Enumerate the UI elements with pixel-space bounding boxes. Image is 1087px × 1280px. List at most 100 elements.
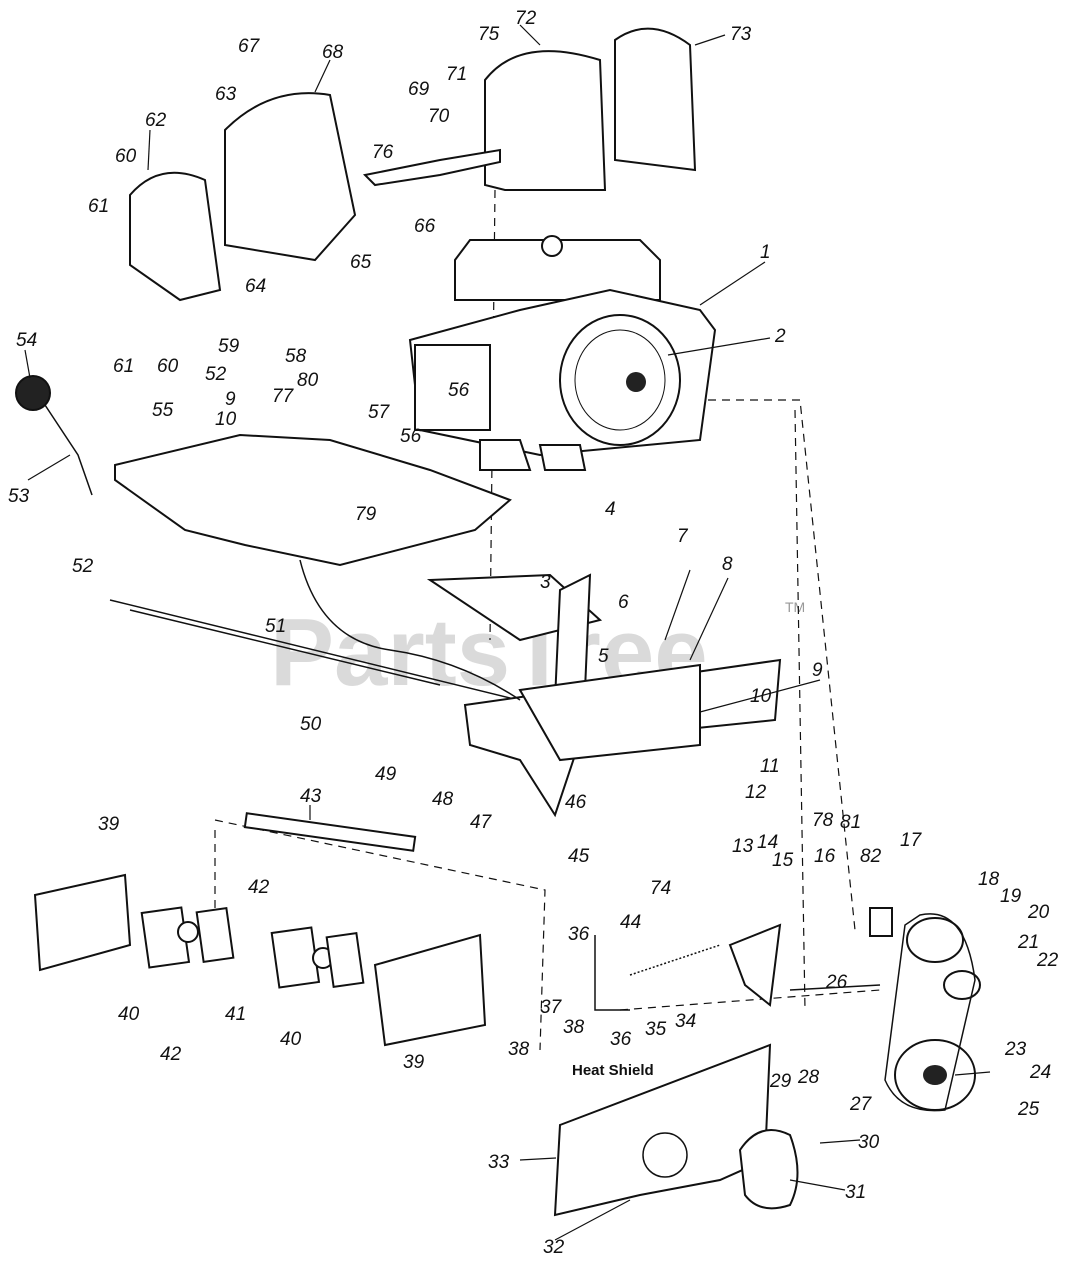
callout-42b: 42 bbox=[160, 1044, 182, 1065]
callout-20: 20 bbox=[1027, 902, 1050, 923]
callout-8: 8 bbox=[722, 554, 733, 575]
callout-43: 43 bbox=[300, 786, 322, 807]
callout-58: 58 bbox=[285, 346, 307, 367]
callout-82: 82 bbox=[860, 846, 882, 867]
callout-14: 14 bbox=[757, 832, 778, 853]
callout-61a: 61 bbox=[88, 196, 109, 217]
callout-35: 35 bbox=[645, 1019, 667, 1040]
callout-71: 71 bbox=[446, 64, 467, 85]
callout-41: 41 bbox=[225, 1004, 246, 1025]
callout-30: 30 bbox=[858, 1132, 880, 1153]
callout-40b: 40 bbox=[280, 1029, 302, 1050]
callout-69: 69 bbox=[408, 79, 430, 100]
callout-49: 49 bbox=[375, 764, 397, 785]
leader-lines bbox=[24, 24, 991, 1241]
callout-52b: 52 bbox=[72, 556, 94, 577]
callout-63: 63 bbox=[215, 84, 237, 105]
callout-64: 64 bbox=[245, 276, 266, 297]
callout-66: 66 bbox=[414, 216, 436, 237]
shift-lever bbox=[15, 375, 93, 496]
callout-17: 17 bbox=[900, 830, 923, 851]
callout-44: 44 bbox=[620, 912, 641, 933]
callout-60a: 60 bbox=[115, 146, 137, 167]
callout-5: 5 bbox=[598, 646, 609, 667]
callout-7: 7 bbox=[677, 526, 689, 547]
callout-54: 54 bbox=[16, 330, 37, 351]
callout-73: 73 bbox=[730, 24, 752, 45]
callout-57: 57 bbox=[368, 402, 391, 423]
callout-48: 48 bbox=[432, 789, 454, 810]
callout-28: 28 bbox=[797, 1067, 820, 1088]
callout-40a: 40 bbox=[118, 1004, 140, 1025]
callout-10a: 10 bbox=[215, 409, 237, 430]
callout-18: 18 bbox=[978, 869, 1000, 890]
callout-9b: 9 bbox=[812, 660, 823, 681]
callout-51: 51 bbox=[265, 616, 286, 637]
callout-46: 46 bbox=[565, 792, 587, 813]
callout-50: 50 bbox=[300, 714, 322, 735]
callout-45: 45 bbox=[568, 846, 590, 867]
callout-23: 23 bbox=[1004, 1039, 1027, 1060]
engine bbox=[408, 235, 717, 471]
callout-25: 25 bbox=[1017, 1099, 1040, 1120]
callout-65: 65 bbox=[350, 252, 372, 273]
pulley-assembly bbox=[629, 907, 981, 1112]
callout-3: 3 bbox=[540, 572, 551, 593]
callout-76: 76 bbox=[372, 142, 394, 163]
callout-60b: 60 bbox=[157, 356, 179, 377]
callout-70: 70 bbox=[428, 106, 450, 127]
belt-cover-shields bbox=[129, 27, 697, 302]
callout-2: 2 bbox=[774, 326, 786, 347]
callout-52a: 52 bbox=[205, 364, 227, 385]
callout-16: 16 bbox=[814, 846, 836, 867]
axle-shaft bbox=[243, 812, 417, 852]
callout-79: 79 bbox=[355, 504, 377, 525]
callouts: 1 2 3 4 5 6 7 8 9 9 10 10 11 12 13 14 15… bbox=[8, 8, 1059, 1258]
callout-36b: 36 bbox=[610, 1029, 632, 1050]
callout-80: 80 bbox=[297, 370, 319, 391]
callout-11: 11 bbox=[760, 756, 780, 777]
callout-36a: 36 bbox=[568, 924, 590, 945]
callout-34: 34 bbox=[675, 1011, 696, 1032]
callout-39b: 39 bbox=[403, 1052, 425, 1073]
callout-59: 59 bbox=[218, 336, 240, 357]
callout-56a: 56 bbox=[448, 380, 470, 401]
callout-75: 75 bbox=[478, 24, 500, 45]
callout-13: 13 bbox=[732, 836, 754, 857]
callout-15: 15 bbox=[772, 850, 794, 871]
watermark-tm: TM bbox=[785, 599, 805, 615]
callout-53: 53 bbox=[8, 486, 30, 507]
callout-22: 22 bbox=[1036, 950, 1059, 971]
callout-9a: 9 bbox=[225, 389, 236, 410]
callout-27: 27 bbox=[849, 1094, 873, 1115]
callout-21: 21 bbox=[1017, 932, 1039, 953]
callout-55: 55 bbox=[152, 400, 174, 421]
callout-62: 62 bbox=[145, 110, 167, 131]
callout-6: 6 bbox=[618, 592, 629, 613]
hanger-bracket bbox=[518, 573, 701, 762]
callout-68: 68 bbox=[322, 42, 344, 63]
callout-72: 72 bbox=[515, 8, 537, 29]
callout-39a: 39 bbox=[98, 814, 120, 835]
callout-67: 67 bbox=[238, 36, 261, 57]
callout-1: 1 bbox=[760, 242, 771, 263]
heat-shield-label: Heat Shield bbox=[572, 1062, 654, 1079]
callout-37: 37 bbox=[540, 997, 563, 1018]
callout-29: 29 bbox=[769, 1071, 792, 1092]
callout-78: 78 bbox=[812, 810, 834, 831]
callout-19: 19 bbox=[1000, 886, 1022, 907]
callout-26: 26 bbox=[825, 972, 848, 993]
callout-4: 4 bbox=[605, 499, 616, 520]
callout-12: 12 bbox=[745, 782, 767, 803]
cover-plate bbox=[553, 935, 799, 1217]
callout-38a: 38 bbox=[508, 1039, 530, 1060]
callout-33: 33 bbox=[488, 1152, 510, 1173]
callout-24: 24 bbox=[1029, 1062, 1051, 1083]
callout-32: 32 bbox=[543, 1237, 565, 1258]
callout-77: 77 bbox=[272, 386, 295, 407]
callout-47: 47 bbox=[470, 812, 493, 833]
callout-61b: 61 bbox=[113, 356, 134, 377]
callout-10b: 10 bbox=[750, 686, 772, 707]
callout-81: 81 bbox=[840, 812, 861, 833]
